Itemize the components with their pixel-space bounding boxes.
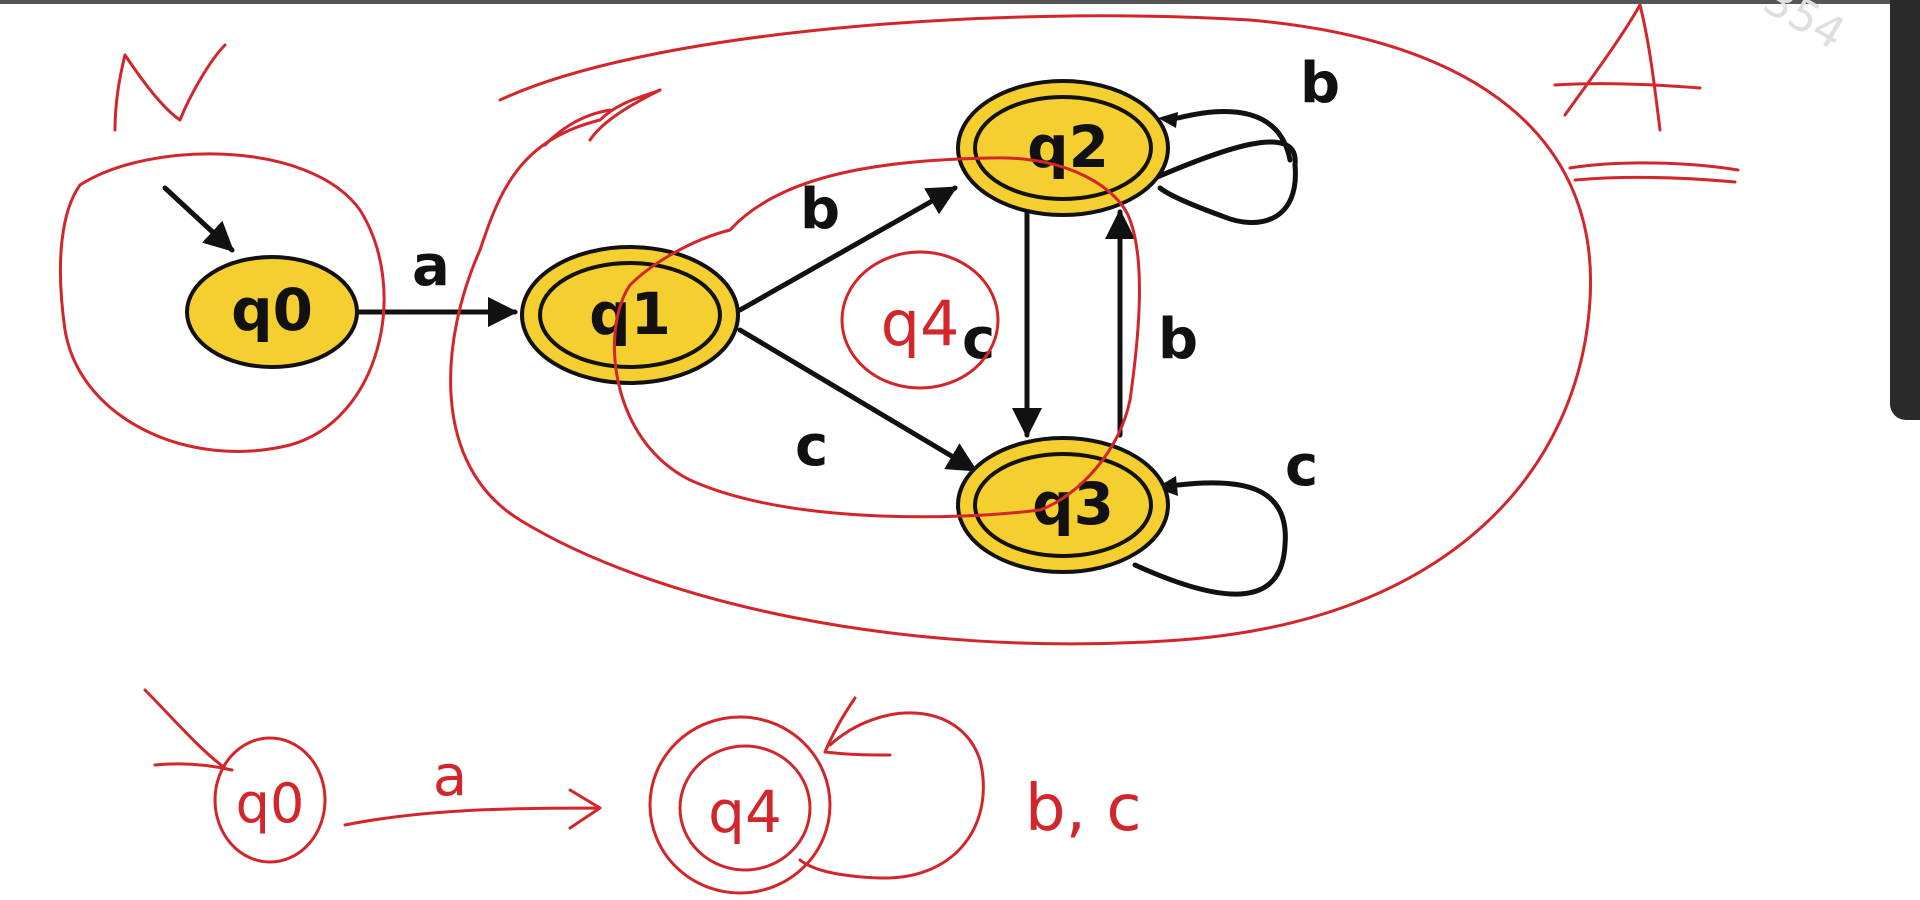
loop-q3-arrowhead bbox=[1156, 476, 1178, 496]
edge-q1-q3 bbox=[737, 327, 978, 473]
watermark: 354 bbox=[1755, 0, 1853, 60]
min-q4-outer bbox=[648, 715, 832, 895]
inner-outline bbox=[613, 156, 1141, 519]
top-border bbox=[0, 0, 1920, 4]
scrollbar[interactable] bbox=[1890, 0, 1920, 420]
min-q4-label: q4 bbox=[708, 778, 782, 846]
state-q0-label: q0 bbox=[231, 276, 313, 344]
state-q2-label: q2 bbox=[1027, 113, 1109, 181]
state-q1-label: q1 bbox=[589, 280, 671, 348]
min-q0-circle bbox=[213, 736, 327, 864]
group-N-letter bbox=[113, 43, 227, 132]
loop-q2 bbox=[1152, 139, 1298, 226]
start-arrow bbox=[162, 185, 235, 253]
printed-transitions bbox=[162, 109, 1298, 597]
state-q1: q1 bbox=[520, 245, 740, 385]
crossing-scribble bbox=[543, 88, 662, 147]
edge-label-c-loop: c bbox=[1285, 434, 1318, 499]
edge-label-b-q3q2: b bbox=[1158, 307, 1198, 372]
min-q4-loop bbox=[798, 711, 985, 880]
group-A-letter bbox=[1553, 3, 1740, 184]
edge-label-b-loop: b bbox=[1300, 51, 1340, 116]
handwritten-annotations: q4 q0 a q4 b, c bbox=[58, 3, 1740, 895]
edge-label-c-q2q3: c bbox=[962, 307, 995, 372]
loop-q3 bbox=[1132, 480, 1288, 597]
edge-label-c-q1q3: c bbox=[795, 414, 828, 479]
state-q2: q2 bbox=[956, 79, 1170, 217]
edge-label-a: a bbox=[412, 234, 450, 299]
group-N-outline bbox=[58, 152, 386, 453]
state-q3: q3 bbox=[956, 436, 1170, 574]
state-q3-label: q3 bbox=[1032, 470, 1114, 538]
min-edge-a bbox=[343, 788, 602, 830]
min-edge-a-label: a bbox=[433, 744, 467, 809]
min-q4-loop-arrow bbox=[823, 696, 892, 757]
q4-circle bbox=[840, 250, 1000, 390]
edge-q1-q2 bbox=[737, 185, 958, 313]
edge-labels: a b c c b b c bbox=[412, 51, 1340, 499]
min-loop-label: b, c bbox=[1025, 772, 1142, 846]
loop-q2-arrowhead bbox=[1158, 112, 1178, 128]
min-q4-inner bbox=[678, 744, 812, 872]
min-start-arrow bbox=[143, 688, 234, 772]
q4-center-label: q4 bbox=[881, 287, 960, 360]
min-q0-label: q0 bbox=[236, 772, 305, 835]
state-q0: q0 bbox=[185, 255, 359, 369]
group-A-outline bbox=[449, 14, 1593, 646]
edge-label-b-q1q2: b bbox=[800, 177, 840, 242]
